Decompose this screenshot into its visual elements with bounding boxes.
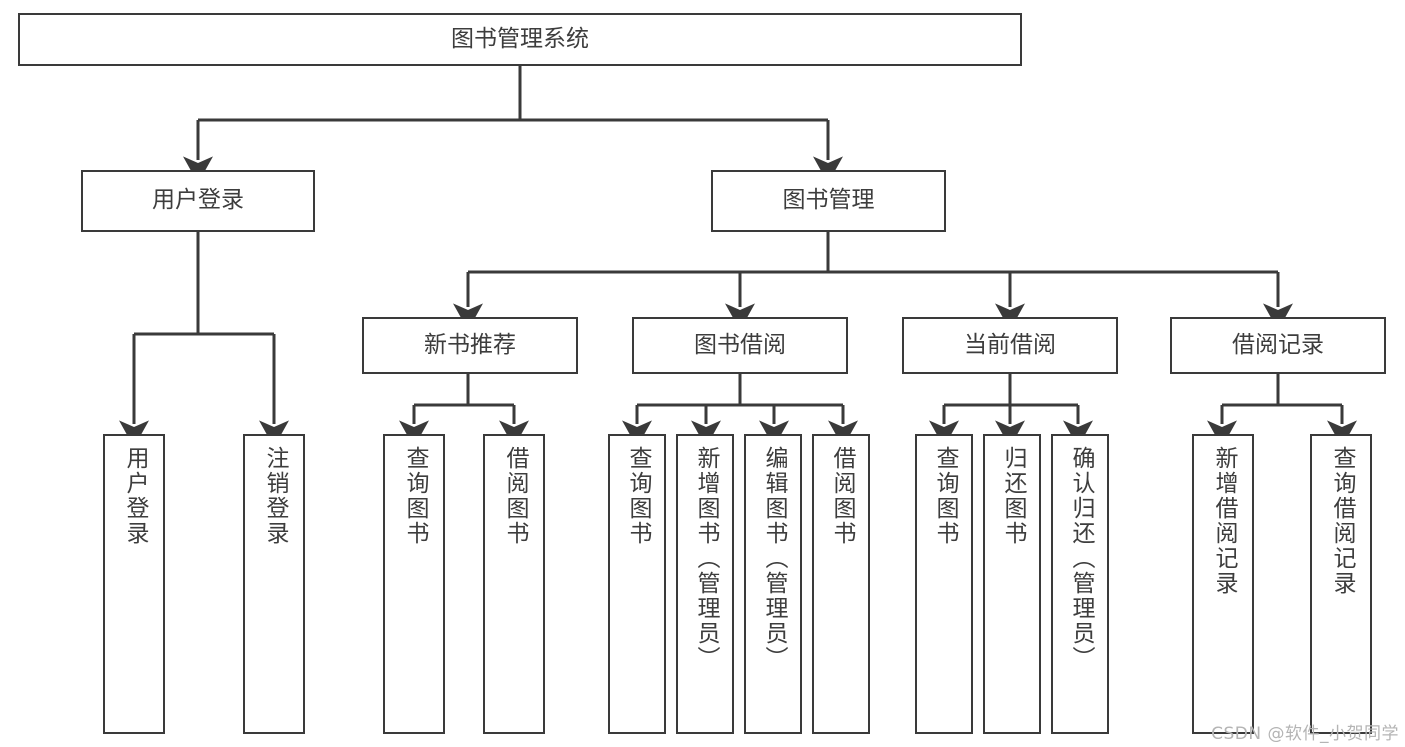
leaf-add-book-admin[interactable]: 新增图书（管理员） [676, 434, 734, 734]
leaf-query-book-borrow[interactable]: 查询图书 [608, 434, 666, 734]
leaf-return-book[interactable]: 归还图书 [983, 434, 1041, 734]
node-label: 借阅记录 [1232, 331, 1324, 358]
node-label: 编辑图书（管理员） [760, 446, 787, 671]
node-book-management[interactable]: 图书管理 [711, 170, 946, 232]
leaf-edit-book-admin[interactable]: 编辑图书（管理员） [744, 434, 802, 734]
node-label: 新书推荐 [424, 331, 516, 358]
node-root[interactable]: 图书管理系统 [18, 13, 1022, 66]
leaf-borrow-book-new[interactable]: 借阅图书 [483, 434, 545, 734]
leaf-query-book-current[interactable]: 查询图书 [915, 434, 973, 734]
leaf-user-logout[interactable]: 注销登录 [243, 434, 305, 734]
node-label: 确认归还（管理员） [1067, 446, 1094, 671]
node-label: 用户登录 [121, 446, 148, 546]
leaf-borrow-book[interactable]: 借阅图书 [812, 434, 870, 734]
node-label: 查询图书 [401, 446, 428, 546]
leaf-query-borrow-record[interactable]: 查询借阅记录 [1310, 434, 1372, 734]
node-label: 新增借阅记录 [1210, 446, 1237, 596]
node-label: 注销登录 [261, 446, 288, 546]
node-label: 查询借阅记录 [1328, 446, 1355, 596]
node-current-borrow[interactable]: 当前借阅 [902, 317, 1118, 374]
node-label: 图书管理系统 [451, 25, 589, 52]
leaf-confirm-return-admin[interactable]: 确认归还（管理员） [1051, 434, 1109, 734]
node-label: 归还图书 [999, 446, 1026, 546]
node-label: 借阅图书 [828, 446, 855, 546]
node-new-book-recommend[interactable]: 新书推荐 [362, 317, 578, 374]
node-borrow-records[interactable]: 借阅记录 [1170, 317, 1386, 374]
node-label: 图书管理 [782, 187, 875, 214]
node-label: 新增图书（管理员） [692, 446, 719, 671]
node-label: 当前借阅 [964, 331, 1056, 358]
leaf-add-borrow-record[interactable]: 新增借阅记录 [1192, 434, 1254, 734]
node-user-login[interactable]: 用户登录 [81, 170, 315, 232]
node-label: 图书借阅 [694, 331, 786, 358]
node-label: 查询图书 [931, 446, 958, 546]
node-book-borrow[interactable]: 图书借阅 [632, 317, 848, 374]
leaf-user-login[interactable]: 用户登录 [103, 434, 165, 734]
node-label: 用户登录 [152, 187, 244, 214]
node-label: 借阅图书 [501, 446, 528, 546]
watermark: CSDN @软件_小贺同学 [1211, 724, 1399, 744]
leaf-query-book-new[interactable]: 查询图书 [383, 434, 445, 734]
node-label: 查询图书 [624, 446, 651, 546]
